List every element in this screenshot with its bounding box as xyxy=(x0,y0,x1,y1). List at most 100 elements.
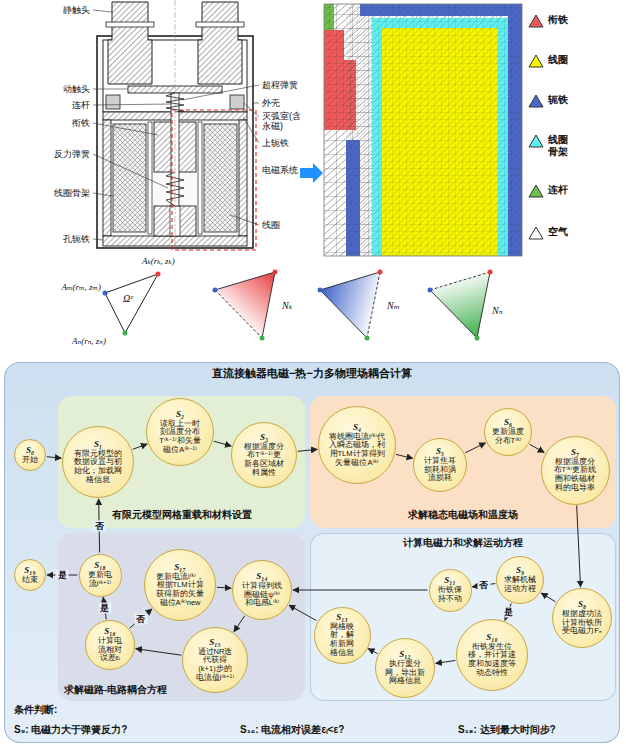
step-text-block: S₁₃网格映射，解析新网格信息 xyxy=(330,613,354,657)
stage-group: 求解稳态电磁场和温度场S₄将线圈电流i⁽ᵏ⁾代入瞬态磁场，利用TLM计算得到矢量… xyxy=(310,396,616,528)
flow-arrow xyxy=(465,443,485,453)
flow-arrow xyxy=(133,444,147,449)
fem-mesh xyxy=(324,4,522,256)
step-text-block: S₁有限元模型的数据设置与初始化；加载网格信息 xyxy=(74,440,122,484)
step-circle: S₁₀衔铁发生位移，并计算速度和加速度等动态特性 xyxy=(456,619,528,691)
step-text: 更新温度分布T⁽ᵏ⁾ xyxy=(492,428,524,445)
shape-function: Nₙ xyxy=(492,305,503,317)
branch-label: 是 xyxy=(98,603,111,614)
element-triangles xyxy=(123,331,128,336)
step-text-block: S₁₉结束 xyxy=(21,566,39,585)
condition-note: S₉: 电磁力大于弹簧反力? xyxy=(14,724,127,736)
part-label: 灭弧室(含永磁) xyxy=(262,111,306,132)
step-circle: S₁₇更新电流i⁽ᵏ⁾，根据TLM计算获得新的矢量磁位A⁽ᵏ⁾new xyxy=(144,549,216,621)
flow-arrow xyxy=(217,587,231,589)
legend-text: 空气 xyxy=(548,226,570,238)
flow-arrow xyxy=(577,505,581,587)
contactor-section xyxy=(230,95,244,109)
step-number: S₁₉ xyxy=(21,566,39,576)
leader-line xyxy=(93,10,112,12)
leader-line xyxy=(93,193,113,196)
legend-swatch xyxy=(529,227,543,239)
element-triangles xyxy=(215,272,275,338)
flow-arrow xyxy=(396,454,413,458)
contactor-section xyxy=(106,95,120,109)
step-text: 衔铁发生位移，并计算速度和加速度等动态特性 xyxy=(468,643,516,678)
element-triangles xyxy=(428,288,433,293)
step-text-block: S₅计算焦耳损耗和涡流损耗 xyxy=(424,447,456,483)
branch-label: 是 xyxy=(56,570,69,581)
step-text-block: S₁₄计算得到线圈磁链ψ⁽ᵏ⁾和电感L⁽ᵏ⁾ xyxy=(242,572,282,608)
part-label: 反力弹簧 xyxy=(54,149,90,159)
flow-arrow xyxy=(530,444,544,452)
node-coordinate: Aₘ(rₘ, zₘ) xyxy=(61,282,101,292)
condition-heading: 条件判断: xyxy=(14,704,57,716)
contactor-section xyxy=(108,2,152,84)
legend-swatch-frame xyxy=(528,94,544,108)
legend-text: 线圈 xyxy=(548,54,570,66)
element-triangles xyxy=(105,274,158,333)
step-number: S₇ xyxy=(553,448,597,458)
part-label: 静触头 xyxy=(63,5,90,15)
leader-line xyxy=(93,239,103,240)
step-text: 求解机械运动方程 xyxy=(504,576,536,593)
step-text-block: S₈根据虚功法计算衔铁所受电磁力Fₑ xyxy=(562,600,602,636)
step-number: S₃ xyxy=(244,433,284,443)
fem-mesh xyxy=(324,4,522,256)
step-text: 开始 xyxy=(21,456,39,465)
fem-mesh xyxy=(324,4,522,256)
step-text-block: S₁₈更新电流i⁽ᵏ⁺¹⁾ xyxy=(88,561,112,588)
step-text: 执行重分网，导出新网格信息 xyxy=(385,660,425,686)
leader-line xyxy=(93,10,259,240)
step-number: S₁₈ xyxy=(88,561,112,571)
legend-swatch-frame xyxy=(528,14,544,28)
leader-line xyxy=(253,103,259,104)
part-label: 上轭铁 xyxy=(262,138,289,148)
legend-swatch xyxy=(529,135,543,147)
stage-group: 有限元模型网格重载和材料设置S₁有限元模型的数据设置与初始化；加载网格信息S₂读… xyxy=(58,396,305,528)
legend-text: 连杆 xyxy=(548,184,570,196)
step-text-block: S₁₁衔铁保持不动 xyxy=(438,576,462,603)
step-circle: S₁有限元模型的数据设置与初始化；加载网格信息 xyxy=(62,426,134,498)
step-number: S₉ xyxy=(504,566,536,576)
leader-line xyxy=(230,215,259,225)
leader-line xyxy=(243,117,259,143)
step-text-block: S₆更新温度分布T⁽ᵏ⁾ xyxy=(492,418,524,445)
flow-arrow xyxy=(368,649,377,654)
legend-item: 连杆 xyxy=(528,184,570,198)
step-text: 结束 xyxy=(21,576,39,585)
legend-swatch-frame xyxy=(528,184,544,198)
group-title: 计算电磁力和求解运动方程 xyxy=(310,538,616,549)
fem-mesh xyxy=(346,4,522,256)
shape-function: Nₘ xyxy=(387,300,400,312)
condition-note: S₁₈: 达到最大时间步? xyxy=(458,724,556,736)
step-text-block: S₀开始 xyxy=(21,446,39,465)
step-circle: S₁₈更新电流i⁽ᵏ⁺¹⁾ xyxy=(79,554,122,597)
flowchart-panel: 直流接触器电磁−热−力多物理场耦合计算S₀开始有限元模型网格重载和材料设置S₁有… xyxy=(4,362,620,743)
flow-arrow xyxy=(541,593,555,602)
element-triangles xyxy=(215,290,262,338)
step-circle: S₁₅通过NR迭代获得(k+1)步的电流值i⁽ᵏ⁺¹⁾ xyxy=(182,627,248,693)
element-triangles xyxy=(378,270,383,275)
step-text-block: S₁₇更新电流i⁽ᵏ⁾，根据TLM计算获得新的矢量磁位A⁽ᵏ⁾new xyxy=(156,563,204,607)
part-label: 动触头 xyxy=(63,84,90,94)
legend-item: 线圈骨架 xyxy=(528,134,570,157)
step-circle: S₀开始 xyxy=(14,439,46,471)
part-label: 衔铁 xyxy=(72,118,90,128)
stage-group: 计算电磁力和求解运动方程 S₁₃网格映射，解析新网格信息 S₁₁衔铁保持不动 S₉求解… xyxy=(310,533,616,701)
flow-arrow xyxy=(298,449,317,451)
element-triangles xyxy=(320,272,380,338)
legend-text: 衔铁 xyxy=(548,14,570,26)
step-number: S₀ xyxy=(21,446,39,456)
step-number: S₂ xyxy=(159,410,201,420)
contactor-section xyxy=(196,22,244,27)
step-circle: S₄将线圈电流i⁽ᵏ⁾代入瞬态磁场，利用TLM计算得到矢量磁位A⁽ᵏ⁾ xyxy=(318,406,396,484)
step-circle: S₈根据虚功法计算衔铁所受电磁力Fₑ xyxy=(552,588,612,648)
leader-line xyxy=(93,89,128,90)
branch-label: 否 xyxy=(477,580,490,591)
node-coordinate: Aₖ(rₖ, zₖ) xyxy=(142,256,175,266)
step-text: 有限元模型的数据设置与初始化；加载网格信息 xyxy=(74,450,122,485)
leader-line xyxy=(93,123,158,135)
node-coordinate: Aₙ(rₙ, zₙ) xyxy=(72,336,106,346)
flow-arrow xyxy=(214,441,231,446)
